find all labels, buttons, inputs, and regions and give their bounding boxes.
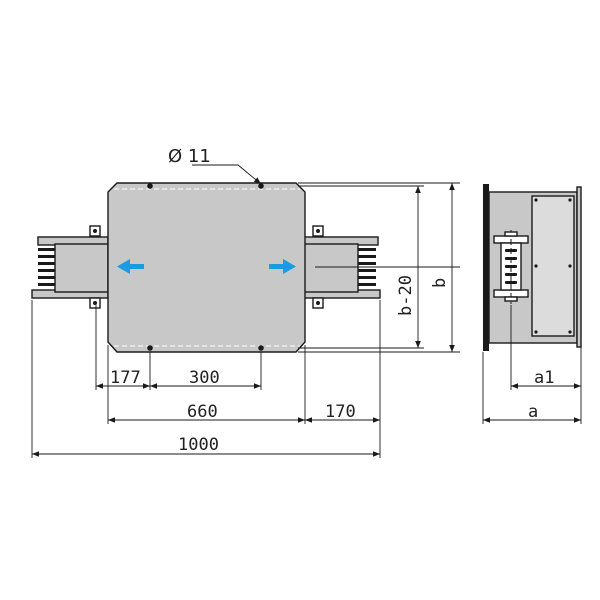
- mounting-hole: [147, 345, 153, 351]
- dim-label-a1: a1: [534, 368, 554, 388]
- dim-label-170: 170: [325, 402, 356, 422]
- right-fins: [358, 248, 376, 286]
- mounting-hole: [258, 183, 264, 189]
- dim-label-300: 300: [189, 368, 220, 388]
- left-fins: [38, 248, 55, 286]
- mounting-hole: [258, 345, 264, 351]
- mounting-hole: [147, 183, 153, 189]
- dimensions: Ø 11 177 300 660 170 1000 b-20 b a1 a: [31, 146, 582, 458]
- hole-leader-line: [192, 164, 262, 185]
- dim-label-a: a: [528, 402, 538, 422]
- dim-label-660: 660: [187, 402, 218, 422]
- dim-label-1000: 1000: [178, 435, 219, 455]
- right-busbar: [303, 225, 381, 309]
- arrow-left-icon: [117, 259, 144, 274]
- dim-label-177: 177: [110, 368, 141, 388]
- arrow-right-icon: [269, 259, 296, 274]
- dim-label-b-minus-20: b-20: [396, 275, 416, 316]
- side-cover-plate: [531, 195, 575, 337]
- side-terminal: [493, 230, 529, 304]
- hole-diameter-label: Ø 11: [168, 146, 211, 167]
- side-view: [483, 184, 582, 351]
- left-busbar: [31, 225, 109, 309]
- front-view: [31, 182, 381, 353]
- dim-label-b: b: [430, 278, 450, 288]
